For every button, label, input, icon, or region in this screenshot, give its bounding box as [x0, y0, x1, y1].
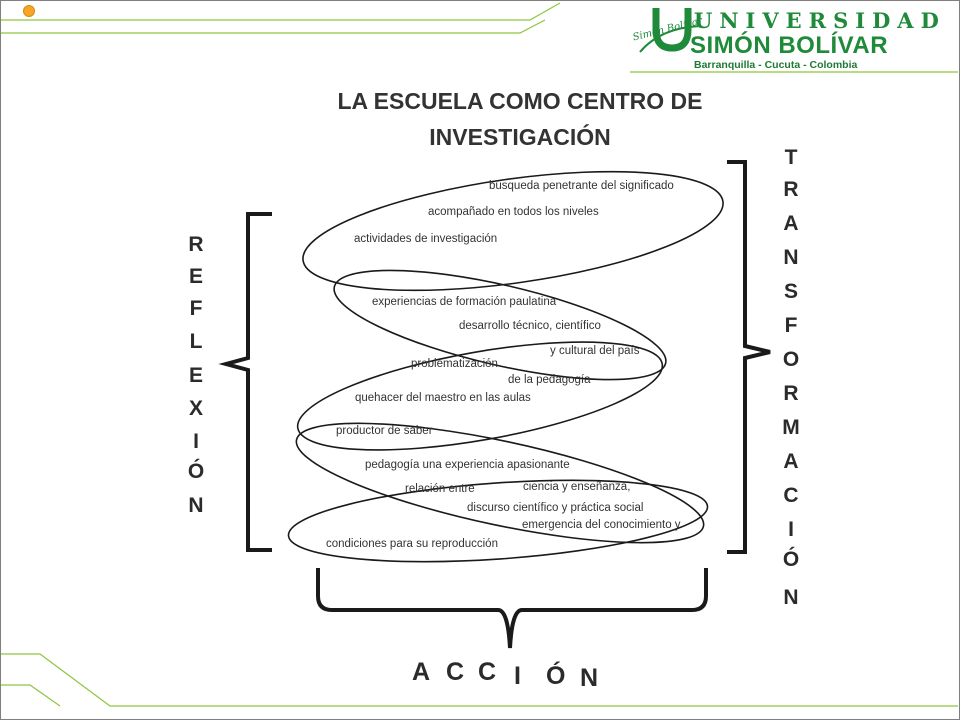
reflexion-letter: N: [188, 494, 204, 517]
ellipse-label: quehacer del maestro en las aulas: [355, 392, 531, 404]
transformacion-letter: N: [783, 246, 799, 269]
ellipse-label: relación entre: [405, 483, 475, 495]
ellipse-2: [333, 269, 667, 381]
transformacion-letter: S: [783, 280, 798, 303]
diagram-title-line1: LA ESCUELA COMO CENTRO DE: [337, 88, 703, 114]
reflexion-letter: L: [189, 330, 203, 353]
reflexion-letter: Ó: [187, 460, 205, 483]
transformacion-letter: Ó: [782, 548, 800, 571]
transformacion-letter: O: [782, 348, 800, 371]
right-bracket: [727, 160, 771, 554]
accion-letter: I: [514, 662, 521, 690]
reflexion-letter: F: [189, 297, 203, 320]
transformacion-letter: T: [784, 146, 798, 169]
ellipse-label: de la pedagogía: [508, 374, 591, 386]
reflexion-letter: X: [188, 397, 203, 420]
university-logo-icon: [639, 8, 701, 53]
logo-universidad: UNIVERSIDAD: [694, 8, 946, 33]
transformacion-letter: N: [783, 586, 799, 609]
ellipse-label: búsqueda penetrante del significado: [489, 180, 674, 192]
ellipse-3: [296, 341, 664, 451]
transformacion-letter: C: [783, 484, 799, 507]
transformacion-letter: A: [783, 212, 799, 235]
diagram-title-line2: INVESTIGACIÓN: [429, 124, 611, 150]
ellipse-label: productor de saber: [336, 425, 433, 437]
ellipse-label: experiencias de formación paulatina: [372, 296, 557, 308]
ellipse-5: [287, 479, 709, 563]
transformacion-letter: F: [784, 314, 798, 337]
ellipse-label: desarrollo técnico, científico: [459, 320, 601, 332]
logo-cities: Barranquilla - Cucuta - Colombia: [694, 59, 858, 71]
reflexion-letter: E: [188, 364, 203, 387]
reflexion-letter: I: [193, 430, 199, 453]
logo-simon-bolivar: SIMÓN BOLÍVAR: [690, 32, 889, 59]
ellipse-1: [302, 170, 724, 292]
accion-letter: N: [580, 664, 599, 692]
bullet-icon: [23, 5, 35, 17]
accion-letter: C: [446, 658, 465, 686]
reflexion-letter: E: [188, 265, 203, 288]
ellipse-label: ciencia y enseñanza,: [523, 481, 631, 493]
ellipse-label: actividades de investigación: [354, 233, 498, 245]
transformacion-letter: R: [783, 178, 799, 201]
reflexion-letter: R: [188, 233, 204, 256]
bottom-bracket: [316, 568, 708, 649]
ellipse-label: acompañado en todos los niveles: [428, 206, 599, 218]
accion-letter: Ó: [546, 662, 566, 690]
accion-letter: C: [478, 658, 497, 686]
ellipse-label: emergencia del conocimiento y: [522, 519, 681, 531]
transformacion-letter: A: [783, 450, 799, 473]
transformacion-letter: M: [782, 416, 800, 439]
ellipse-label: y cultural del país: [550, 345, 640, 357]
transformacion-letter: I: [788, 518, 794, 541]
decorative-lines: [1, 2, 958, 707]
transformacion-letter: R: [783, 382, 799, 405]
left-bracket: [218, 212, 272, 552]
ellipse-label: condiciones para su reproducción: [326, 538, 498, 550]
ellipse-label: discurso científico y práctica social: [467, 502, 644, 514]
ellipse-label: pedagogía una experiencia apasionante: [365, 459, 570, 471]
ellipse-4: [295, 422, 705, 544]
ellipse-label: problematización: [411, 358, 498, 370]
accion-letter: A: [412, 658, 431, 686]
